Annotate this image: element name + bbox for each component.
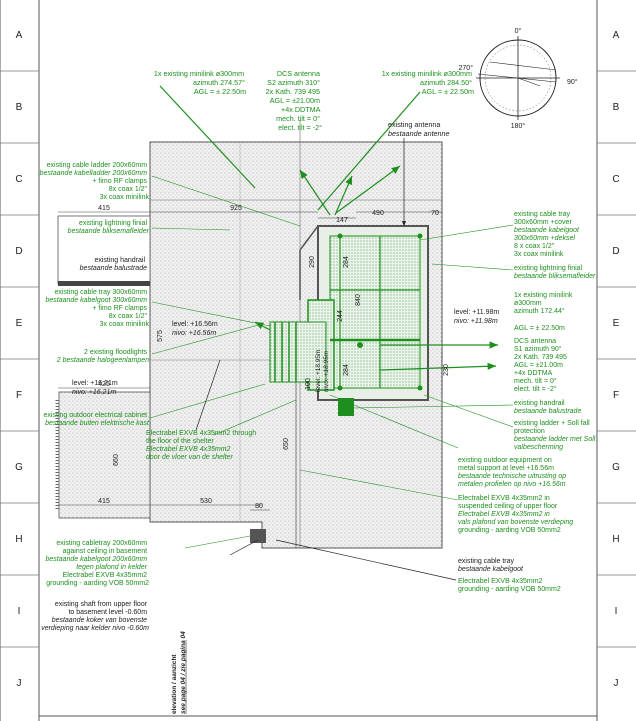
handrail-right-note: existing handrail bestaande balustrade (514, 400, 581, 415)
row-label-left: J (17, 678, 22, 689)
row-label-right: G (612, 462, 620, 473)
row-label-left: I (18, 606, 21, 617)
elevation-reference: elevation / aanzicht see page 04 / zie p… (171, 631, 187, 714)
dim-530: 530 (200, 498, 212, 505)
cable-ladder-note: existing cable ladder 200x60mm bestaande… (40, 162, 150, 201)
dimension-lines (58, 211, 443, 511)
agl-right-note: AGL = ± 22.50m (514, 325, 565, 332)
row-label-right: I (615, 606, 618, 617)
dim-660: 660 (113, 454, 120, 466)
cable-tray-left-note: existing cable tray 300x60mm bestaande k… (45, 289, 149, 328)
leader-lines (195, 138, 457, 581)
row-label-left: F (16, 390, 22, 401)
compass-north: 0° (515, 27, 522, 35)
dim-244: 244 (337, 310, 344, 322)
floodlights-note: 2 existing floodlights 2 bestaande halog… (56, 349, 149, 364)
row-label-right: J (614, 678, 619, 689)
dim-415-top: 415 (98, 205, 110, 212)
row-label-left: B (16, 102, 23, 113)
dim-100: 100 (305, 378, 312, 390)
compass-west: 270° (459, 64, 474, 72)
dim-490: 490 (372, 210, 384, 217)
dim-290: 290 (309, 256, 316, 268)
row-label-left: C (15, 174, 22, 185)
row-label-left: D (15, 246, 22, 257)
level-16-21-note: level: +16.21m nivo: +16.21m (72, 380, 120, 396)
row-label-left: A (16, 30, 23, 41)
cabletray-basement-note: existing cabletray 200x60mm against ceil… (45, 540, 149, 587)
dim-284-b: 284 (343, 364, 350, 376)
dim-925: 925 (230, 205, 242, 212)
level-11-98-note: level: +11.98m nivo: +11.98m (454, 309, 501, 325)
dim-425: 425 (98, 381, 110, 388)
dim-415-bottom: 415 (98, 498, 110, 505)
level-18-95-note: level: +18.95m nivo: +18.95m (315, 348, 330, 392)
dim-230: 230 (443, 364, 450, 376)
row-label-right: D (612, 246, 619, 257)
dimension-texts: 415 925 147 490 70 290 284 244 840 284 5… (98, 205, 450, 510)
minilink-right-note: 1x existing minilink ø300mm azimuth 172.… (514, 292, 574, 315)
dim-147: 147 (336, 217, 348, 224)
compass-rose: 0° 90° 180° 270° (459, 27, 578, 130)
row-label-right: B (613, 102, 620, 113)
cable-tray-right-note: existing cable tray 300x60mm +cover best… (514, 211, 581, 258)
row-label-right: F (613, 390, 619, 401)
dcs-antenna-top-note: DCS antenna S2 azimuth 310° 2x Kath. 739… (266, 69, 322, 132)
row-label-left: H (15, 534, 22, 545)
row-label-left: G (15, 462, 23, 473)
lightning-left-note: existing lightning finial bestaande blik… (68, 220, 150, 235)
dim-840: 840 (355, 294, 362, 306)
dim-650: 650 (283, 438, 290, 450)
compass-east: 90° (567, 78, 578, 86)
compass-south: 180° (511, 122, 526, 130)
cable-tray-bottom-note: existing cable tray bestaande kabelgoot (458, 558, 524, 573)
shelter-outline (269, 225, 429, 416)
dcs-antenna-right-note: DCS antenna S1 azimuth 90° 2x Kath. 739 … (514, 338, 569, 393)
dim-284-a: 284 (343, 256, 350, 268)
outdoor-equipment-note: existing outdoor equipment on metal supp… (458, 457, 568, 488)
level-16-56-note: level: +16.56m nivo: +16.56m (172, 321, 220, 337)
row-label-right: C (612, 174, 619, 185)
cabinet-note: existing outdoor electrical cabinet best… (44, 412, 151, 427)
dim-70: 70 (431, 210, 439, 217)
electrabel-suspended-note: Electrabel EXVB 4x35mm2 in suspended cei… (458, 495, 575, 534)
ladder-right-note: existing ladder + Soll fall protection b… (514, 420, 597, 451)
dim-80: 80 (255, 503, 263, 510)
electrabel-shelter-note: Electrabel EXVB 4x35mm2 through the floo… (146, 430, 258, 461)
shaft-note: existing shaft from upper floor to basem… (41, 601, 149, 632)
row-label-right: H (612, 534, 619, 545)
row-label-right: E (613, 318, 620, 329)
dim-575: 575 (157, 330, 164, 342)
lightning-right-note: existing lightning finial bestaande blik… (514, 265, 596, 280)
callout-leaders (149, 175, 514, 549)
antenna-arrows (159, 85, 498, 371)
minilink-top-left-note: 1x existing minilink ø300mm azimuth 274.… (154, 69, 247, 96)
row-label-right: A (613, 30, 620, 41)
row-label-left: E (16, 318, 23, 329)
existing-antenna-note: existing antenna bestaande antenne (388, 120, 450, 138)
electrabel-bottom-note: Electrabel EXVB 4x35mm2 grounding - aard… (458, 578, 561, 593)
handrail-left-note: existing handrail bestaande balustrade (80, 257, 147, 272)
minilink-top-right-note: 1x existing minilink ø300mm azimuth 284.… (382, 69, 474, 96)
